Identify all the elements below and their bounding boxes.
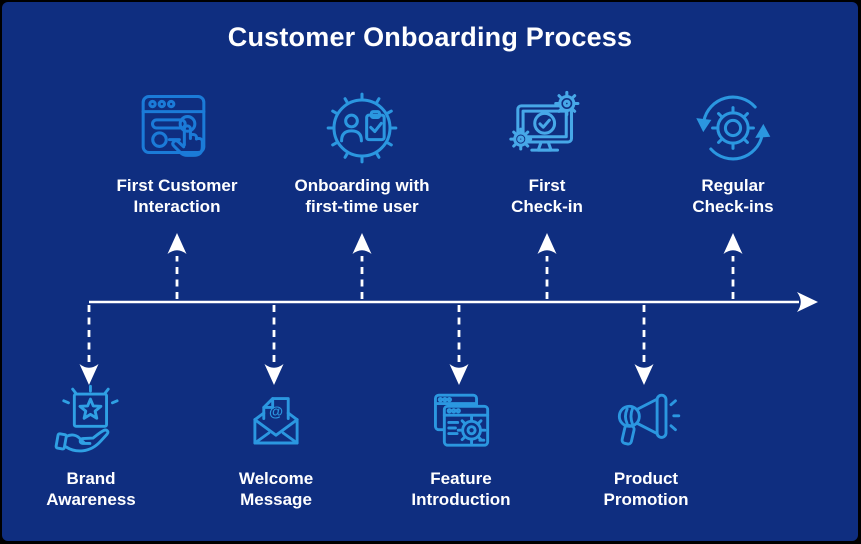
stage-label: Regular Check-ins	[638, 175, 828, 217]
page-title: Customer Onboarding Process	[227, 22, 633, 52]
stage-label-line: Product	[613, 469, 679, 488]
stage-label-line: Awareness	[46, 490, 136, 509]
stage-regular-check-ins: Regular Check-ins	[638, 86, 828, 217]
stage-label-line: First Customer	[116, 176, 238, 195]
stage-label: Onboarding with first-time user	[267, 175, 457, 217]
gear-sync-arrows-icon	[696, 95, 771, 161]
stage-feature-introduction: Feature Introduction	[366, 383, 556, 510]
arrow-up-icon	[167, 233, 187, 254]
stage-label: First Check-in	[452, 175, 642, 217]
stage-label-line: First	[528, 176, 566, 195]
stage-label-line: Promotion	[603, 490, 689, 509]
stage-label-line: Interaction	[133, 197, 221, 216]
stage-label-line: Introduction	[411, 490, 511, 509]
stage-label-line: Welcome	[238, 469, 314, 488]
up-connectors	[175, 256, 735, 299]
stage-label: First Customer Interaction	[82, 175, 272, 217]
browser-click-icon	[141, 94, 206, 157]
arrow-down-icon	[449, 364, 469, 385]
stage-product-promotion: Product Promotion	[551, 383, 741, 510]
stage-first-check-in: First Check-in	[452, 86, 642, 217]
stage-label-line: first-time user	[305, 197, 419, 216]
arrow-up-icon	[537, 233, 557, 254]
stage-label: Feature Introduction	[366, 468, 556, 510]
down-connectors	[87, 305, 646, 362]
stage-label-line: Regular	[701, 176, 765, 195]
at-symbol: @	[269, 404, 283, 420]
timeline-arrowhead-icon	[797, 292, 818, 312]
stage-label-line: Feature	[430, 469, 492, 488]
stage-onboarding-first-time-user: Onboarding with first-time user	[267, 86, 457, 217]
stage-label: Product Promotion	[551, 468, 741, 510]
stage-label: Brand Awareness	[0, 468, 186, 510]
connector-arrowheads	[79, 233, 818, 385]
stage-label: Welcome Message	[181, 468, 371, 510]
arrow-up-icon	[723, 233, 743, 254]
stage-label-line: Onboarding with	[294, 176, 430, 195]
arrow-up-icon	[352, 233, 372, 254]
stage-label-line: Brand	[66, 469, 116, 488]
envelope-at-icon: @	[253, 397, 299, 445]
monitor-check-gears-icon	[509, 90, 580, 152]
stage-welcome-message: @ Welcome Message	[181, 383, 371, 510]
megaphone-icon	[617, 393, 681, 446]
stage-label-line: Check-in	[511, 197, 583, 216]
arrow-down-icon	[634, 364, 654, 385]
stage-label-line: Check-ins	[692, 197, 774, 216]
stage-first-customer-interaction: First Customer Interaction	[82, 86, 272, 217]
user-gear-checklist-icon	[326, 92, 398, 164]
stage-brand-awareness: Brand Awareness	[0, 383, 186, 510]
arrow-down-icon	[79, 364, 99, 385]
arrow-down-icon	[264, 364, 284, 385]
stage-label-line: Message	[240, 490, 312, 509]
windows-gear-icon	[434, 393, 490, 447]
hand-star-box-icon	[54, 384, 119, 453]
